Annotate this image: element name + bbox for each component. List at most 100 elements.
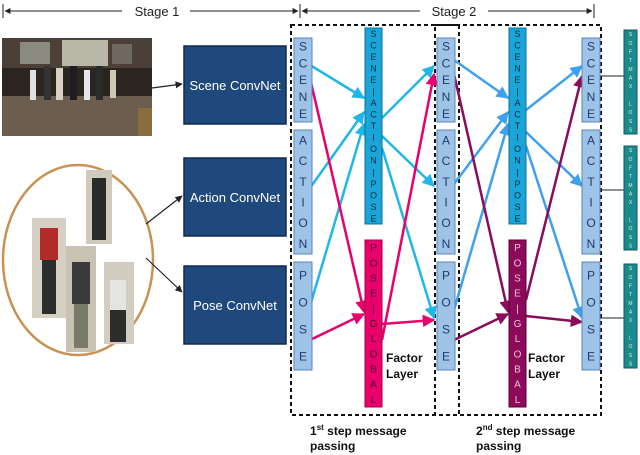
output-action-node-letter: O [586, 216, 595, 230]
factor1-scene-action-pose-letter: E [370, 52, 376, 62]
step2-scene-node-bg [436, 37, 456, 123]
factor2-pose-global-letter: P [514, 243, 521, 254]
arrow-crops-pose [145, 257, 183, 293]
factor2-pose-global-letter: G [514, 319, 522, 330]
softmax-loss-action-letter: A [629, 191, 633, 197]
softmax-loss-pose-bg [623, 263, 638, 369]
factor1-pose-global-letter: L [371, 395, 377, 406]
scene-photo [2, 38, 152, 136]
softmax-loss-pose-letter: O [629, 344, 633, 350]
step2-action-node-letter: O [441, 216, 450, 230]
step2-scene-node-letter: N [442, 90, 451, 104]
factor2-scene-action-pose-letter: N [514, 64, 521, 74]
factor1-pose-global-letter: B [370, 365, 377, 376]
step2-pose-node-letter: O [441, 296, 450, 310]
step2-text: step message [492, 424, 575, 438]
softmax-loss-pose-letter: S [629, 266, 633, 272]
factor-layer-2-line1: Factor [528, 351, 565, 365]
factor1-pose-global-letter: E [370, 289, 377, 300]
factor2-pose-global-letter: L [515, 334, 521, 345]
factor1-pose-global-letter: P [370, 243, 377, 254]
softmax-loss-scene-letter: S [629, 119, 633, 125]
factor1-pose-global-letter: O [370, 258, 378, 269]
softmax-loss-action-letter: S [629, 243, 633, 249]
factor2-scene-action-pose-letter: S [514, 29, 520, 39]
factor-layer-1-line1: Factor [386, 351, 423, 365]
softmax-loss-scene-letter: L [629, 101, 632, 107]
factor2-pose-global-letter: S [514, 273, 521, 284]
factor1-scene-action-pose-letter: N [370, 64, 377, 74]
step2-number: 2 [476, 424, 483, 438]
step1-action-node-bg [293, 129, 313, 255]
factor1-pose-global-letter: O [370, 349, 378, 360]
factor1-scene-action-pose-letter: O [370, 144, 377, 154]
stage1-label: Stage 1 [135, 4, 180, 19]
softmax-loss-action-letter: M [628, 183, 632, 189]
factor1-scene-action-pose-letter: | [372, 87, 374, 97]
softmax-loss-pose-letter: X [629, 318, 633, 324]
person-crops-ellipse [1, 163, 155, 357]
svg-text:1st step message: 1st step message [310, 423, 407, 438]
pose-convnet-label: Pose ConvNet [193, 298, 277, 313]
step2-caption: 2nd step message passing [476, 423, 576, 453]
factor2-scene-action-pose-letter: T [515, 121, 521, 131]
step2-pose-node-letter: P [442, 269, 450, 283]
factor2-scene-action-pose-letter: I [516, 133, 519, 143]
output-pose-node-letter: S [587, 323, 595, 337]
step1-arrows [308, 63, 438, 342]
step1-pose-node-bg [293, 261, 313, 371]
factor1-pose-global-letter: G [370, 319, 378, 330]
factor1-scene-action-pose-letter: E [370, 213, 376, 223]
step1-action-node-letter: T [299, 175, 307, 189]
step1-caption: 1st step message passing [310, 423, 407, 453]
pose-convnet-box: Pose ConvNet [183, 265, 287, 345]
output-action-node-letter: C [587, 154, 596, 168]
step1-pose-node-letter: E [299, 350, 307, 364]
step2-scene-node-letter: E [442, 107, 450, 121]
output-scene-node-letter: S [587, 40, 595, 54]
factor2-scene-action-pose-letter: E [514, 75, 520, 85]
step1-line2: passing [310, 439, 355, 453]
factor1-pose-global-letter: A [370, 380, 377, 391]
softmax-loss-pose-letter: T [629, 292, 632, 298]
scene-convnet-label: Scene ConvNet [189, 78, 280, 93]
softmax-connectors [600, 75, 624, 319]
step2-action-node-letter: T [442, 175, 450, 189]
step2-scene-node-letter: C [442, 56, 451, 70]
factor1-pose-global-bg [364, 239, 383, 408]
softmax-loss-action-letter: S [629, 235, 633, 241]
softmax-loss-scene-letter: S [629, 32, 633, 38]
factor2-scene-action-pose-letter: N [514, 156, 521, 166]
factor1-pose-global-letter: S [370, 273, 377, 284]
action-convnet-label: Action ConvNet [190, 190, 281, 205]
factor2-scene-action-pose-letter: O [514, 190, 521, 200]
step1-scene-node-letter: E [299, 73, 307, 87]
step2-line2: passing [476, 439, 521, 453]
scene-convnet-box: Scene ConvNet [183, 45, 287, 125]
step1-action-node-letter: A [299, 134, 307, 148]
stage1-header: Stage 1 [2, 4, 301, 19]
arrow-scene-photo [151, 81, 183, 89]
step1-text: step message [324, 424, 407, 438]
factor2-pose-global-letter: E [514, 289, 521, 300]
step2-pose-node-letter: S [442, 323, 450, 337]
factor1-scene-action-pose-letter: P [370, 179, 376, 189]
factor2-scene-action-pose-letter: C [514, 110, 521, 120]
softmax-loss-pose-letter: S [629, 361, 633, 367]
stage2-label: Stage 2 [432, 4, 477, 19]
output-action-node-letter: T [587, 175, 595, 189]
output-scene-node-letter: E [587, 107, 595, 121]
step2-pose-node-bg [436, 261, 456, 371]
factor1-pose-global-letter: L [371, 334, 377, 345]
